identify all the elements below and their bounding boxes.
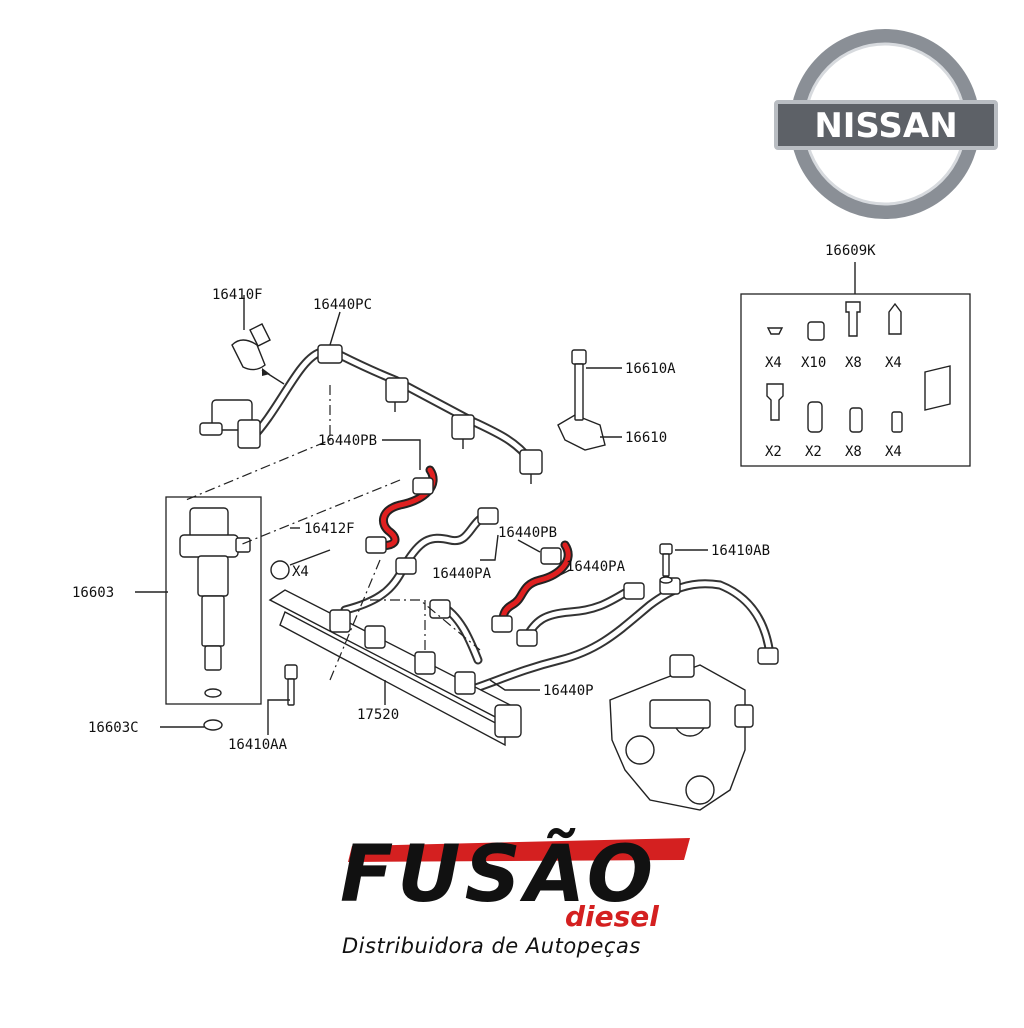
injector-16603 bbox=[165, 496, 262, 705]
washer-16603C bbox=[203, 719, 223, 731]
label-16410AA: 16410AA bbox=[228, 737, 288, 753]
high-pressure-pipe-16440P bbox=[429, 577, 779, 695]
kit-qty-1: X4 bbox=[765, 355, 782, 371]
kit-part-4 bbox=[888, 302, 902, 335]
kit-part-1 bbox=[766, 327, 784, 335]
kit-qty-3: X8 bbox=[845, 355, 862, 371]
kit-part-5 bbox=[766, 383, 784, 421]
label-16410F: 16410F bbox=[212, 287, 263, 303]
label-16410AB: 16410AB bbox=[711, 543, 770, 559]
injector-connector-upper bbox=[199, 399, 261, 449]
label-16440P: 16440P bbox=[543, 683, 594, 699]
return-line-16440PC bbox=[245, 344, 543, 484]
kit-qty-2: X10 bbox=[801, 355, 826, 371]
kit-part-7 bbox=[849, 407, 863, 433]
nissan-logo: NISSAN bbox=[774, 29, 998, 219]
kit-qty-5: X2 bbox=[765, 444, 782, 460]
callout-labels: 16410F 16440PC 16610A 16610 16440PB 1641… bbox=[72, 243, 876, 753]
kit-part-8 bbox=[891, 411, 903, 433]
common-rail-17520 bbox=[268, 589, 522, 747]
nissan-logo-text: NISSAN bbox=[814, 106, 957, 146]
kit-qty-7: X8 bbox=[845, 444, 862, 460]
kit-part-2 bbox=[807, 321, 825, 341]
kit-qty-8: X4 bbox=[885, 444, 902, 460]
label-16609K: 16609K bbox=[825, 243, 876, 259]
injector-pipe-16440PA-right bbox=[516, 582, 645, 647]
kit-part-3 bbox=[845, 301, 861, 337]
label-16440PA-right: 16440PA bbox=[566, 559, 626, 575]
injector-pipe-16440PB-lower bbox=[491, 540, 573, 633]
label-16610A: 16610A bbox=[625, 361, 676, 377]
label-17520: 17520 bbox=[357, 707, 399, 723]
kit-16609K: X4 X10 X8 X4 X2 X2 X8 X4 bbox=[740, 262, 971, 467]
injector-pipe-16440PA-left bbox=[340, 507, 499, 615]
kit-qty-6: X2 bbox=[805, 444, 822, 460]
kit-part-6 bbox=[807, 401, 823, 433]
leader-lines bbox=[135, 295, 708, 735]
label-16440PA-left: 16440PA bbox=[432, 566, 492, 582]
dealer-logo-sub: diesel bbox=[565, 900, 659, 933]
label-16603: 16603 bbox=[72, 585, 114, 601]
label-16412F: 16412F bbox=[304, 521, 355, 537]
bracket-16610 bbox=[557, 349, 606, 451]
kit-booklet bbox=[924, 365, 951, 411]
label-16440PC: 16440PC bbox=[313, 297, 372, 313]
dealer-logo-name: FUSÃO bbox=[340, 830, 658, 920]
label-16440PB-mid: 16440PB bbox=[498, 525, 557, 541]
bolt-16410AB bbox=[659, 543, 673, 584]
fusao-logo-graphic bbox=[348, 838, 690, 862]
dealer-logo-tagline: Distribuidora de Autopeças bbox=[342, 934, 641, 958]
injector-pipe-16440PB-upper bbox=[365, 465, 438, 554]
oring-16412F bbox=[270, 560, 290, 580]
label-16440PB-top: 16440PB bbox=[318, 433, 377, 449]
clip-16410F bbox=[231, 323, 285, 385]
high-pressure-pump bbox=[609, 654, 754, 811]
bolt-16410AA bbox=[284, 664, 298, 706]
label-x4-oring: X4 bbox=[292, 564, 309, 580]
label-16603C: 16603C bbox=[88, 720, 139, 736]
kit-qty-4: X4 bbox=[885, 355, 902, 371]
label-16610: 16610 bbox=[625, 430, 667, 446]
